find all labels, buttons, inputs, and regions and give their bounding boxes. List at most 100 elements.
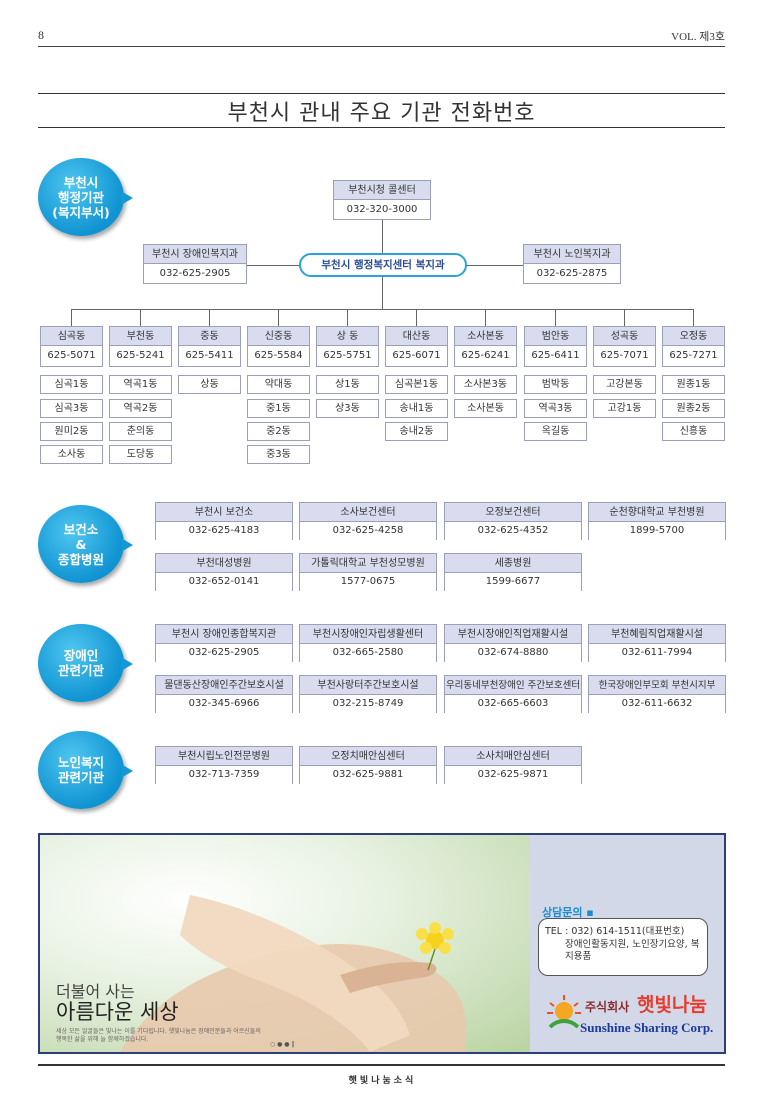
dong-item: 원종1동	[662, 375, 725, 394]
disabled-box: 부천시장애인자립생활센터 032-665-2580	[299, 624, 437, 662]
disabled-name: 부천시 장애인종합복지관	[156, 625, 292, 644]
welfare-center-label: 부천시 행정복지센터 복지과	[299, 253, 467, 277]
dong-item: 상동	[178, 375, 241, 394]
dong-item: 고강본동	[593, 375, 656, 394]
disabled-box: 부천시 장애인종합복지관 032-625-2905	[155, 624, 293, 662]
district-box: 대산동 625-6071	[385, 326, 448, 367]
health-phone: 032-625-4183	[156, 522, 292, 540]
district-name: 신중동	[248, 327, 309, 346]
disabled-name: 우리동네부천장애인 주간보호센터	[445, 676, 581, 695]
hands-illustration	[120, 895, 467, 1052]
district-phone: 625-6241	[461, 350, 510, 361]
connector-line	[71, 309, 694, 310]
health-name: 부천시 보건소	[156, 503, 292, 522]
health-box: 부천시 보건소 032-625-4183	[155, 502, 293, 540]
advertisement-banner: 더불어 사는 아름다운 세상 세상 모든 얼굴들은 빛나는 이를 기다립니다. …	[38, 833, 726, 1054]
health-phone: 1599-6677	[445, 573, 581, 591]
dong-item: 신흥동	[662, 422, 725, 441]
elderly-box: 오정치매안심센터 032-625-9881	[299, 746, 437, 784]
dong-item: 도당동	[109, 445, 172, 464]
dong-item: 원미2동	[40, 422, 103, 441]
dong-item: 심곡본1동	[385, 375, 448, 394]
disabled-box: 부천혜림직업재활시설 032-611-7994	[588, 624, 726, 662]
dong-item: 역곡2동	[109, 399, 172, 418]
district-name: 심곡동	[41, 327, 102, 346]
volume-label: VOL. 제3호	[671, 31, 725, 43]
district-phone: 625-5071	[47, 350, 96, 361]
elderly-name: 소사치매안심센터	[445, 747, 581, 766]
dong-item: 역곡1동	[109, 375, 172, 394]
district-box: 심곡동 625-5071	[40, 326, 103, 367]
district-phone: 625-6411	[531, 350, 580, 361]
health-name: 세종병원	[445, 554, 581, 573]
connector-line	[209, 309, 210, 326]
district-name: 상 동	[317, 327, 378, 346]
flower-icon	[416, 922, 454, 971]
dong-item: 중2동	[247, 422, 310, 441]
district-phone: 625-7271	[669, 350, 718, 361]
health-box: 순천향대학교 부천병원 1899-5700	[588, 502, 726, 540]
connector-line	[555, 309, 556, 326]
district-box: 부천동 625-5241	[109, 326, 172, 367]
corp-english-name: Sunshine Sharing Corp.	[580, 1020, 714, 1035]
health-phone: 032-652-0141	[156, 573, 292, 591]
disabled-box: 물댄동산장애인주간보호시설 032-345-6966	[155, 675, 293, 713]
dong-item: 송내1동	[385, 399, 448, 418]
health-box: 가톨릭대학교 부천성모병원 1577-0675	[299, 553, 437, 591]
health-box: 소사보건센터 032-625-4258	[299, 502, 437, 540]
health-name: 가톨릭대학교 부천성모병원	[300, 554, 436, 573]
dong-item: 옥길동	[524, 422, 587, 441]
dong-item: 중3동	[247, 445, 310, 464]
elderly-name: 오정치매안심센터	[300, 747, 436, 766]
health-box: 세종병원 1599-6677	[444, 553, 582, 591]
disabled-phone: 032-665-6603	[445, 695, 581, 713]
connector-line	[347, 309, 348, 326]
disabled-phone: 032-611-7994	[589, 644, 725, 662]
district-box: 신중동 625-5584	[247, 326, 310, 367]
disabled-box: 부천시장애인직업재활시설 032-674-8880	[444, 624, 582, 662]
disabled-name: 부천혜림직업재활시설	[589, 625, 725, 644]
connector-line	[278, 309, 279, 326]
title-bar: 부천시 관내 주요 기관 전화번호	[38, 93, 725, 128]
disabled-box: 한국장애인부모회 부천시지부 032-611-6632	[588, 675, 726, 713]
dong-item: 역곡3동	[524, 399, 587, 418]
dong-item: 중1동	[247, 399, 310, 418]
dong-item: 소사본3동	[454, 375, 517, 394]
elderly-dept-name: 부천시 노인복지과	[524, 245, 620, 264]
elderly-box: 부천시립노인전문병원 032-713-7359	[155, 746, 293, 784]
ad-fine-print: 세상 모든 얼굴들은 빛나는 이를 기다립니다. 햇빛나눔은 장애인분들과 어르…	[56, 1028, 261, 1043]
header-rule	[38, 46, 725, 47]
disabled-name: 부천사랑터주간보호시설	[300, 676, 436, 695]
district-box: 상 동 625-5751	[316, 326, 379, 367]
district-box: 성곡동 625-7071	[593, 326, 656, 367]
contact-desc: 장애인활동지원, 노인장기요양, 복지용품	[565, 939, 700, 962]
disabled-name: 부천시장애인자립생활센터	[300, 625, 436, 644]
tagline-small: 더불어 사는	[56, 982, 135, 1001]
disabled-phone: 032-611-6632	[589, 695, 725, 713]
disabled-phone: 032-625-2905	[156, 644, 292, 662]
dong-item: 고강1동	[593, 399, 656, 418]
sun-logo-icon	[547, 995, 581, 1029]
disability-dept-box: 부천시 장애인복지과 032-625-2905	[143, 244, 247, 284]
district-name: 오정동	[663, 327, 724, 346]
connector-line	[624, 309, 625, 326]
hands-photo: 더불어 사는 아름다운 세상 세상 모든 얼굴들은 빛나는 이를 기다립니다. …	[40, 835, 530, 1052]
district-box: 범안동 625-6411	[524, 326, 587, 367]
district-box: 중동 625-5411	[178, 326, 241, 367]
health-phone: 032-625-4352	[445, 522, 581, 540]
corp-type-label: 주식회사	[585, 1000, 630, 1014]
disabled-phone: 032-215-8749	[300, 695, 436, 713]
section-elderly-bubble: 노인복지 관련기관	[38, 731, 133, 809]
dong-item: 춘의동	[109, 422, 172, 441]
section-health-bubble: 보건소 & 종합병원	[38, 505, 133, 583]
dong-item: 송내2동	[385, 422, 448, 441]
disabled-phone: 032-665-2580	[300, 644, 436, 662]
dong-item: 상1동	[316, 375, 379, 394]
connector-line	[416, 309, 417, 326]
disabled-phone: 032-674-8880	[445, 644, 581, 662]
district-name: 부천동	[110, 327, 171, 346]
callcenter-name: 부천시청 콜센터	[334, 181, 430, 200]
ad-dots: ○ ● ● ‖	[270, 1041, 295, 1048]
dong-item: 심곡3동	[40, 399, 103, 418]
callcenter-box: 부천시청 콜센터 032-320-3000	[333, 180, 431, 220]
